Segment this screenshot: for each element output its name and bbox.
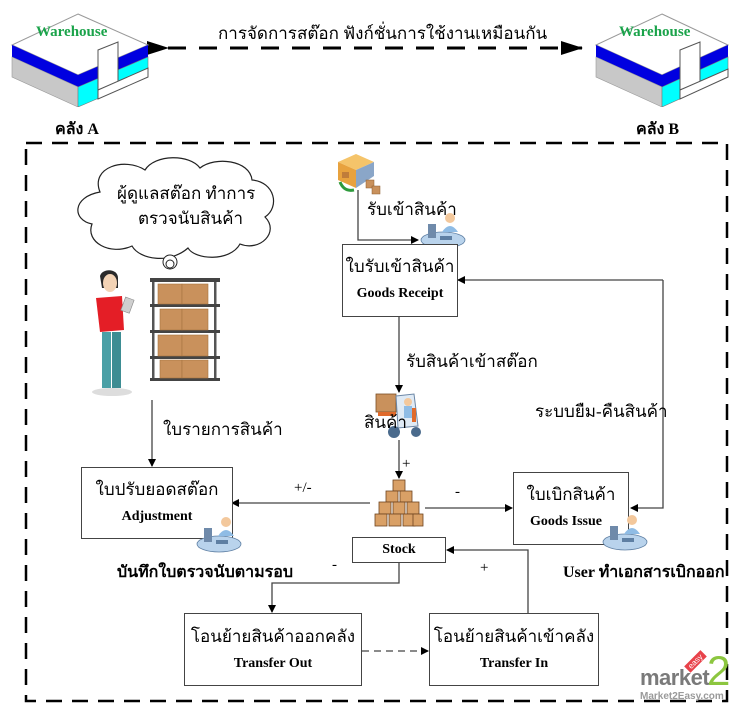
- warehouse-b-sign: Warehouse: [619, 24, 691, 40]
- transfer-in-th: โอนย้ายสินค้าเข้าคลัง: [433, 627, 595, 646]
- adjustment-box[interactable]: ใบปรับยอดสต๊อก Adjustment: [81, 467, 233, 539]
- adjust-sign: +/-: [294, 480, 312, 496]
- stock-boxes-icon: [373, 478, 425, 528]
- warehouse-b-icon: [594, 12, 733, 108]
- watermark-site: Market2Easy.com: [640, 691, 724, 702]
- plus-into-stock: +: [402, 456, 411, 472]
- stock-shelf-icon: [150, 276, 220, 386]
- receive-goods-label: รับเข้าสินค้า: [367, 200, 457, 219]
- thought-cloud: [70, 152, 285, 272]
- arrow-stock-to-transfer-out: [268, 563, 400, 613]
- goods-receipt-en: Goods Receipt: [356, 286, 444, 301]
- receive-into-stock-label: รับสินค้าเข้าสต๊อก: [406, 352, 538, 371]
- cloud-text-line2: ตรวจนับสินค้า: [138, 209, 244, 228]
- arrow-truck-to-receipt: [357, 190, 419, 244]
- transfer-in-box[interactable]: โอนย้ายสินค้าเข้าคลัง Transfer In: [429, 613, 599, 686]
- transfer-out-th: โอนย้ายสินค้าออกคลัง: [190, 627, 356, 646]
- plus-from-transfer-in: +: [480, 560, 489, 576]
- arrow-transfer-in-to-stock: [446, 546, 529, 613]
- watermark-logo: market 2 easy Market2Easy.com: [640, 647, 733, 705]
- warehouse-a-icon: [10, 12, 150, 108]
- cloud-text-line1: ผู้ดูแลสต๊อก ทำการ: [117, 184, 256, 203]
- stock-box[interactable]: Stock: [352, 537, 446, 563]
- minus-to-transfer-out: -: [332, 557, 337, 573]
- delivery-truck-icon: [334, 152, 384, 197]
- borrow-return-label: ระบบยืม-คืนสินค้า: [535, 402, 668, 421]
- adjustment-th: ใบปรับยอดสต๊อก: [95, 480, 219, 499]
- shared-function-label: การจัดการสต๊อก ฟังก์ชั่นการใช้งานเหมือนก…: [218, 24, 548, 43]
- computer-user-icon: [196, 514, 242, 554]
- transfer-out-en: Transfer Out: [233, 656, 313, 671]
- minus-to-issue: -: [455, 484, 460, 500]
- product-list-label: ใบรายการสินค้า: [163, 420, 283, 439]
- goods-receipt-th: ใบรับเข้าสินค้า: [345, 257, 455, 276]
- adjustment-en: Adjustment: [121, 509, 193, 524]
- watermark-brand: market: [640, 665, 710, 690]
- goods-issue-en: Goods Issue: [530, 514, 602, 529]
- stock-en: Stock: [382, 542, 416, 557]
- warehouse-scope-frame: [24, 141, 729, 703]
- warehouse-a-label: คลัง A: [55, 121, 99, 138]
- warehouse-a-sign: Warehouse: [36, 24, 108, 40]
- computer-user-icon: [602, 512, 648, 552]
- forklift-icon: [374, 388, 426, 440]
- goods-label: สินค้า: [364, 413, 407, 432]
- arrow-borrow-return-to-issue: [630, 280, 664, 512]
- goods-issue-box[interactable]: ใบเบิกสินค้า Goods Issue: [513, 472, 629, 545]
- user-issue-label: User ทำเอกสารเบิกออก: [563, 564, 725, 581]
- transfer-in-en: Transfer In: [479, 656, 549, 671]
- watermark-digit: 2: [707, 647, 731, 694]
- transfer-out-box[interactable]: โอนย้ายสินค้าออกคลัง Transfer Out: [184, 613, 362, 686]
- goods-receipt-box[interactable]: ใบรับเข้าสินค้า Goods Receipt: [342, 244, 458, 317]
- staff-person-icon: [90, 268, 140, 398]
- goods-issue-th: ใบเบิกสินค้า: [526, 485, 616, 504]
- record-count-label: บันทึกใบตรวจนับตามรอบ: [117, 564, 294, 581]
- warehouse-b-label: คลัง B: [636, 121, 679, 138]
